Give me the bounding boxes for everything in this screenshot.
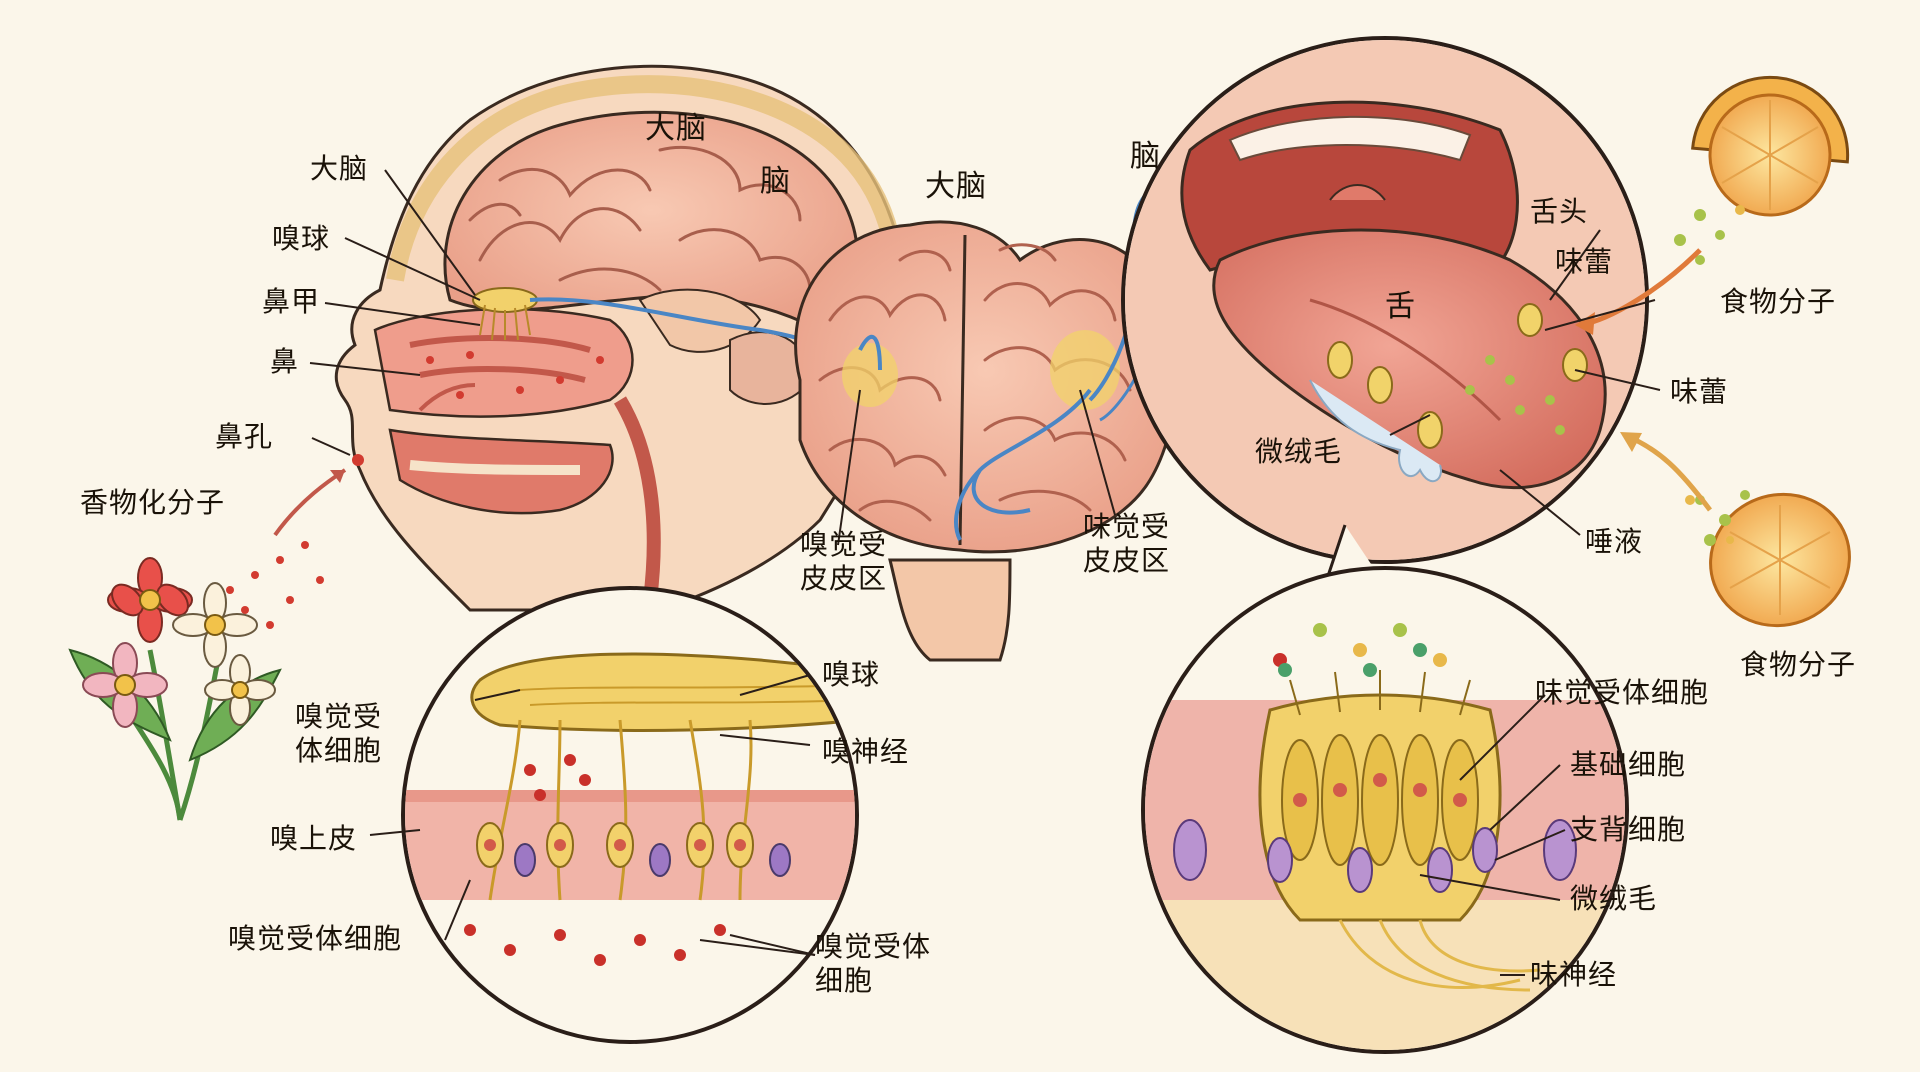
lemon-icon bbox=[1691, 75, 1851, 628]
gustatory-cortex-line-2: 皮皮区 bbox=[1083, 544, 1171, 577]
food-molecule-dots bbox=[1674, 205, 1750, 546]
gustatory-cortex-line-1: 味觉受 bbox=[1083, 510, 1171, 543]
receptor-cell-right-line-2: 细胞 bbox=[815, 964, 874, 997]
label-gustatory-cortex: 味觉受 皮皮区 bbox=[1083, 510, 1170, 578]
head-icon bbox=[273, 64, 908, 612]
receptor-cell-right-line-1: 嗅觉受体 bbox=[815, 930, 932, 963]
label-detail-bulb: 嗅球 bbox=[822, 658, 881, 691]
label-tongue-body: 舌 bbox=[1385, 289, 1416, 324]
label-turbinate: 鼻甲 bbox=[262, 285, 321, 318]
receptor-cell-line-2: 体细胞 bbox=[295, 734, 383, 767]
label-taste-microvilli: 微绒毛 bbox=[1570, 882, 1658, 915]
label-nostril: 鼻孔 bbox=[215, 420, 274, 453]
label-tongue-tip: 舌头 bbox=[1530, 195, 1589, 228]
label-olfactory-nerve: 嗅神经 bbox=[822, 735, 910, 768]
label-food-top: 食物分子 bbox=[1720, 285, 1837, 318]
brain-icon bbox=[794, 220, 1178, 662]
label-support-cell: 支背细胞 bbox=[1570, 813, 1687, 846]
label-epithelium: 嗅上皮 bbox=[270, 822, 358, 855]
label-receptor-cell-bottom: 嗅觉受体细胞 bbox=[228, 922, 403, 955]
leader-lines bbox=[309, 169, 1661, 976]
label-taste-bud-top: 味蕾 bbox=[1555, 245, 1614, 278]
label-left-brain: 大脑 bbox=[310, 152, 369, 185]
label-saliva: 唾液 bbox=[1585, 525, 1644, 558]
label-olfactory-cortex: 嗅觉受 皮皮区 bbox=[800, 528, 887, 596]
olfactory-detail-circle bbox=[401, 586, 859, 1044]
label-center-brain-title: 大脑 bbox=[925, 169, 987, 204]
tongue-detail-circle bbox=[1121, 36, 1649, 564]
label-receptor-cell-right: 嗅觉受体 细胞 bbox=[815, 930, 931, 998]
label-brain-connector: 脑 bbox=[1130, 139, 1161, 174]
label-odor-molecules: 香物化分子 bbox=[80, 486, 226, 519]
olfactory-cortex-line-2: 皮皮区 bbox=[800, 562, 888, 595]
label-brain-top: 大脑 bbox=[645, 111, 707, 146]
label-brain-mid: 脑 bbox=[760, 164, 791, 199]
label-olfactory-bulb: 嗅球 bbox=[272, 222, 331, 255]
label-taste-bud-right: 味蕾 bbox=[1670, 375, 1729, 408]
receptor-cell-line-1: 嗅觉受 bbox=[295, 700, 383, 733]
label-taste-receptor-cell: 味觉受体细胞 bbox=[1535, 676, 1710, 709]
olfactory-cortex-line-1: 嗅觉受 bbox=[800, 528, 888, 561]
tongue-icon bbox=[1212, 228, 1607, 490]
label-nose: 鼻 bbox=[270, 345, 300, 378]
label-detail-receptor-cell: 嗅觉受 体细胞 bbox=[295, 700, 382, 768]
label-food-bottom: 食物分子 bbox=[1740, 648, 1857, 681]
label-basal-cell: 基础细胞 bbox=[1570, 748, 1687, 781]
flower-icon bbox=[68, 557, 282, 821]
label-tongue-microvilli: 微绒毛 bbox=[1255, 435, 1343, 468]
label-taste-nerve: 味神经 bbox=[1530, 958, 1618, 991]
